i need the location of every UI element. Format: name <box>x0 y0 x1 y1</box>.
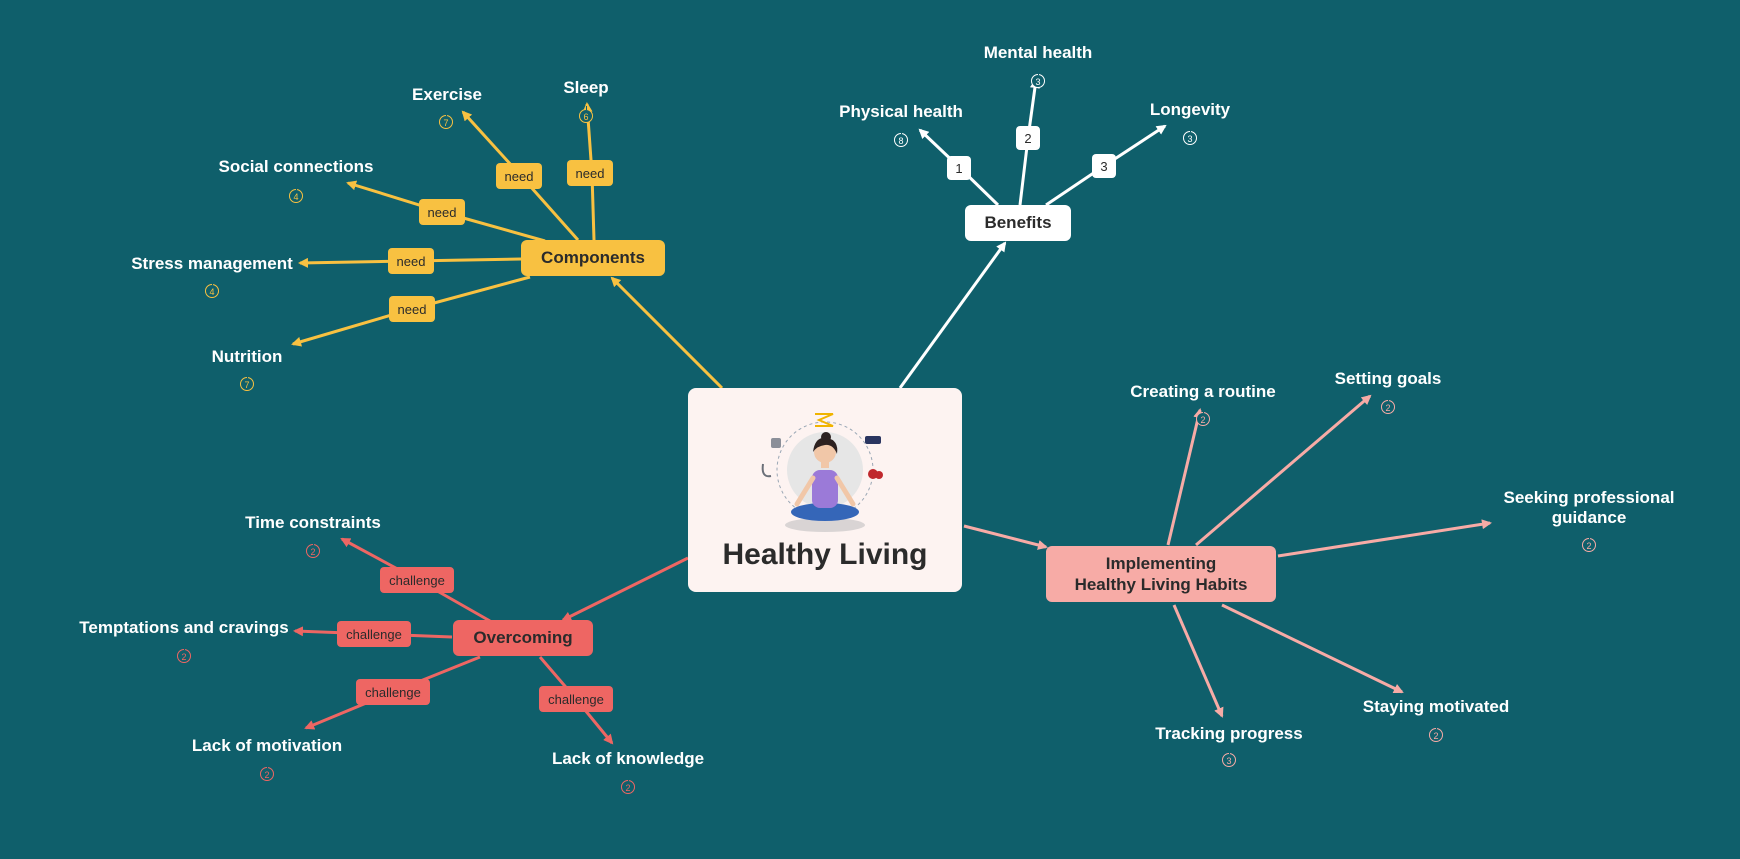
meditation-figure-icon <box>761 413 883 532</box>
leaf-tracking-progress[interactable]: Tracking progress <box>1155 724 1303 743</box>
need-tag: need <box>567 160 613 186</box>
child-count-badge[interactable]: 4 <box>289 186 303 203</box>
child-count-badge[interactable]: 2 <box>621 777 635 794</box>
child-count-badge[interactable]: 2 <box>1196 409 1210 426</box>
central-topic-node[interactable]: Healthy Living <box>688 388 962 592</box>
child-count-badge[interactable]: 2 <box>177 646 191 663</box>
child-count-badge[interactable]: 3 <box>1183 128 1197 145</box>
overcoming-node[interactable]: Overcoming <box>453 620 593 656</box>
leaf-nutrition[interactable]: Nutrition <box>211 347 283 366</box>
leaf-exercise[interactable]: Exercise <box>412 85 482 104</box>
challenge-tag: challenge <box>380 567 454 593</box>
leaf-lack-of-motivation[interactable]: Lack of motivation <box>191 736 343 755</box>
central-topic-title: Healthy Living <box>722 538 928 571</box>
edge-central-components <box>610 276 724 390</box>
child-count-badge[interactable]: 2 <box>1429 725 1443 742</box>
components-node[interactable]: Components <box>521 240 665 276</box>
edge-central-benefits <box>898 241 1007 389</box>
implementing-label-line1: Implementing <box>1105 554 1217 573</box>
need-tag: need <box>389 296 435 322</box>
edge-central-overcoming <box>561 556 689 622</box>
overcoming-label: Overcoming <box>473 628 573 647</box>
implementing-label-line2: Healthy Living Habits <box>1074 575 1248 594</box>
components-label: Components <box>541 248 645 267</box>
need-tag: need <box>419 199 465 225</box>
benefits-node[interactable]: Benefits <box>965 205 1071 241</box>
implementing-node[interactable]: Implementing Healthy Living Habits <box>1046 546 1276 602</box>
leaf-lack-of-knowledge[interactable]: Lack of knowledge <box>551 749 705 768</box>
order-tag: 1 <box>947 156 971 180</box>
child-count-badge[interactable]: 3 <box>1031 71 1045 88</box>
child-count-badge[interactable]: 8 <box>894 130 908 147</box>
child-count-badge[interactable]: 2 <box>1582 535 1596 552</box>
order-tag: 2 <box>1016 126 1040 150</box>
leaf-mental-health[interactable]: Mental health <box>983 43 1093 62</box>
leaf-temptations-cravings[interactable]: Temptations and cravings <box>79 618 289 637</box>
leaf-longevity[interactable]: Longevity <box>1149 100 1231 119</box>
edge-impl-routine <box>1166 408 1204 546</box>
child-count-badge[interactable]: 7 <box>240 374 254 391</box>
child-count-badge[interactable]: 7 <box>439 112 453 129</box>
need-tag: need <box>496 163 542 189</box>
leaf-staying-motivated[interactable]: Staying motivated <box>1362 697 1510 716</box>
child-count-badge[interactable]: 2 <box>306 541 320 558</box>
leaf-stress-management[interactable]: Stress management <box>131 254 293 273</box>
challenge-tag: challenge <box>337 621 411 647</box>
need-tag: need <box>388 248 434 274</box>
leaf-time-constraints[interactable]: Time constraints <box>245 513 381 532</box>
leaf-creating-routine[interactable]: Creating a routine <box>1130 382 1276 401</box>
leaf-setting-goals[interactable]: Setting goals <box>1334 369 1442 388</box>
leaf-physical-health[interactable]: Physical health <box>839 102 963 121</box>
child-count-badge[interactable]: 6 <box>579 106 593 123</box>
leaf-seeking-professional-guidance[interactable]: Seeking professional guidance <box>1503 488 1675 527</box>
edge-impl-goals <box>1195 394 1372 547</box>
child-count-badge[interactable]: 2 <box>1381 397 1395 414</box>
challenge-tag: challenge <box>539 686 613 712</box>
edge-impl-motivated <box>1221 603 1404 694</box>
child-count-badge[interactable]: 4 <box>205 281 219 298</box>
child-count-badge[interactable]: 3 <box>1222 750 1236 767</box>
benefits-label: Benefits <box>984 213 1052 232</box>
child-count-badge[interactable]: 2 <box>260 764 274 781</box>
edge-impl-professional <box>1277 519 1492 558</box>
order-tag: 3 <box>1092 154 1116 178</box>
edge-impl-tracking <box>1172 604 1224 718</box>
edge-central-implementing <box>963 524 1048 550</box>
leaf-sleep[interactable]: Sleep <box>563 78 609 97</box>
challenge-tag: challenge <box>356 679 430 705</box>
leaf-social-connections[interactable]: Social connections <box>218 157 374 176</box>
